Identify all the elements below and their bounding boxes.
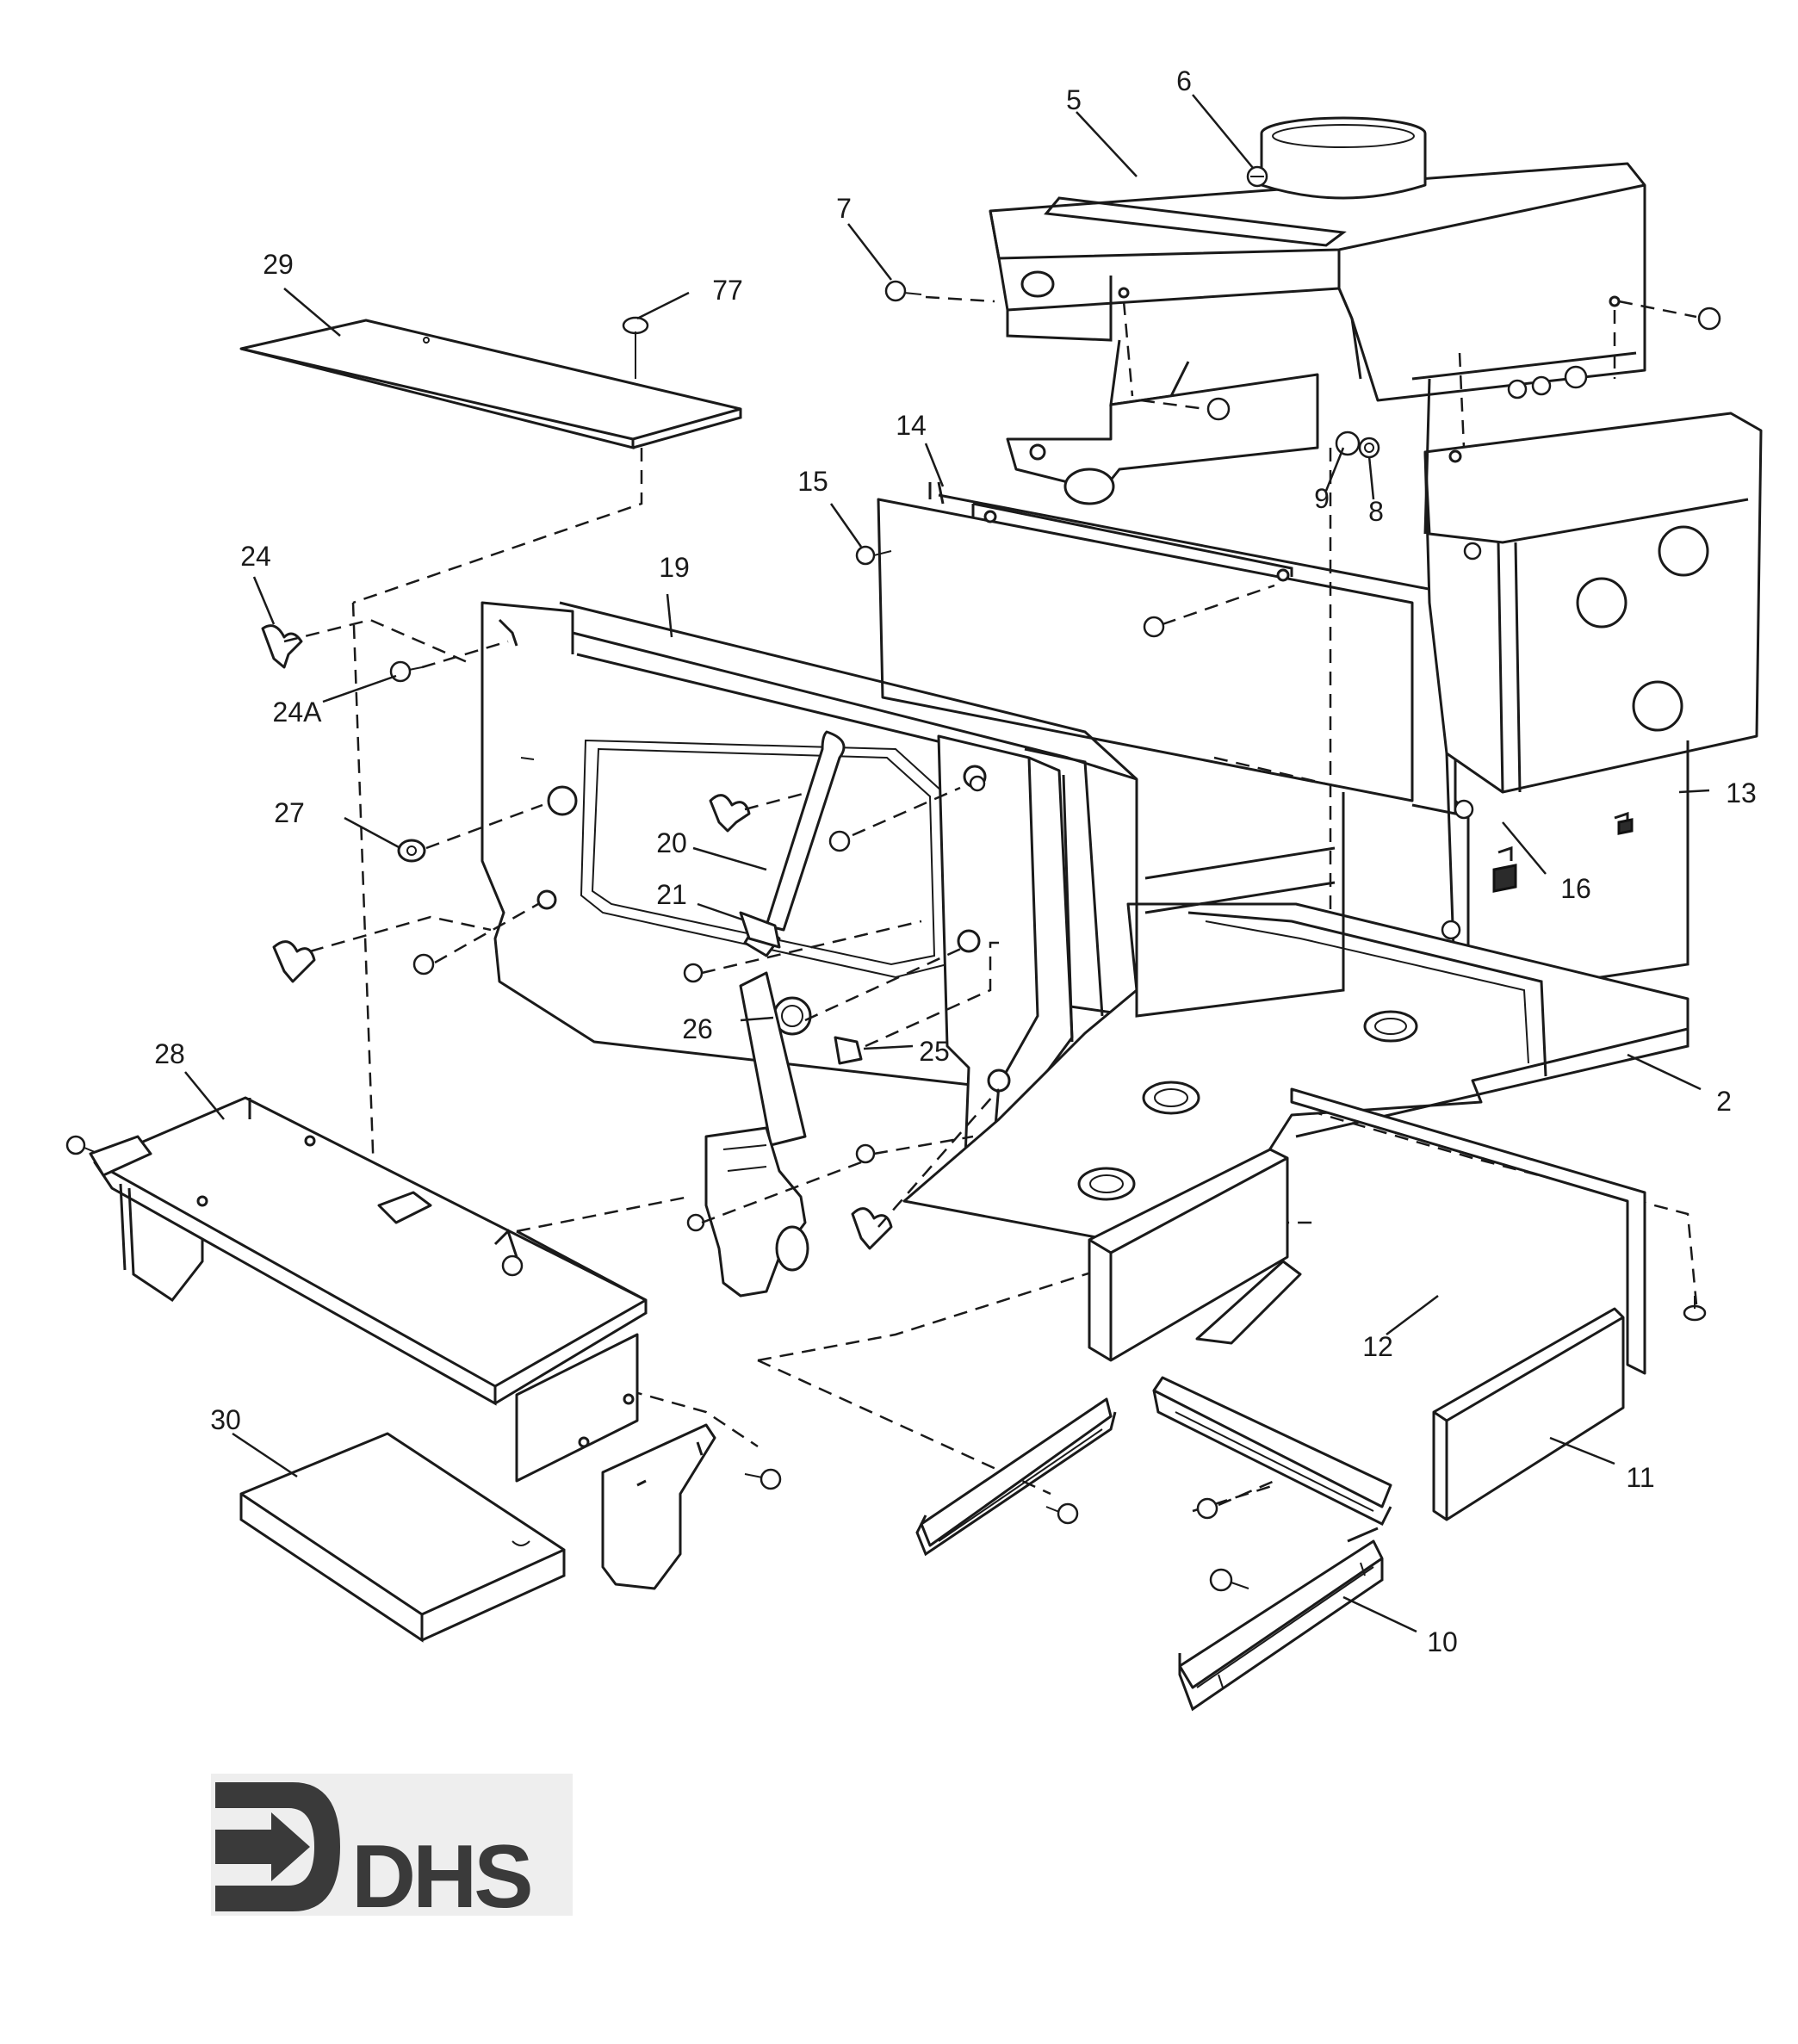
callout-8: 8 [1368,496,1384,527]
leg-bracket [601,1423,782,1590]
callout-10: 10 [1427,1626,1458,1657]
part-8-washer [1358,437,1380,459]
base-screw [1683,1296,1707,1322]
callout-6: 6 [1176,65,1192,96]
callout-7: 7 [836,193,852,224]
lower-left-wingnut [272,940,435,983]
part-11-firebrick [1432,1307,1625,1521]
callout-12: 12 [1362,1331,1393,1362]
part-9-nut [1335,430,1361,456]
callout-5: 5 [1066,84,1082,115]
part-7-screw [884,280,995,303]
part-27-washer [397,839,426,863]
callout-29: 29 [263,249,294,280]
part-77-screw [622,316,649,379]
callout-2: 2 [1716,1086,1732,1117]
part-15-screw [855,545,1275,638]
part-10-rails [915,1376,1392,1712]
part-29-top-plate [239,319,742,449]
part-6-screw [1246,165,1268,188]
hood-side-screws [1507,300,1721,400]
callout-16: 16 [1560,873,1591,904]
rear-bracket [1006,373,1319,505]
part-25-latch [834,1036,863,1065]
callout-13: 13 [1726,777,1757,808]
callout-9: 9 [1314,483,1330,514]
callout-27: 27 [274,797,305,828]
callout-26: 26 [682,1013,713,1044]
part-28-hearth-extension [89,1096,648,1483]
callout-labels: 5 6 7 29 77 14 15 24 19 24A 27 20 21 26 … [154,65,1757,1657]
callout-11: 11 [1626,1462,1654,1493]
door-wingnuts [683,775,986,1250]
callout-30: 30 [210,1404,241,1435]
part-5-flue-hood [989,116,1646,406]
part-14-heat-shield [877,481,1457,815]
latch-assembly [704,971,809,1298]
dhs-logo: DHS [211,1774,573,1927]
callout-24A: 24A [273,697,323,728]
logo-text: DHS [351,1827,530,1927]
callout-24: 24 [240,541,271,572]
part-24A-screw [389,660,423,683]
part-21-bracket [739,911,781,949]
leader-lines [184,94,1710,1633]
part-12-firebrick [1088,1087,1646,1375]
part-24-wingnut [261,624,303,669]
callout-19: 19 [659,552,690,583]
callout-28: 28 [154,1038,185,1069]
part-2-base-plate [902,792,1690,1259]
part-30-ash-pan [239,1432,566,1643]
part-28-screw [65,1135,96,1155]
callout-77: 77 [712,275,743,306]
arrow-logo-mark [215,1782,340,1911]
callout-20: 20 [656,827,687,858]
callout-25: 25 [919,1036,950,1067]
callout-21: 21 [656,879,687,910]
callout-15: 15 [797,466,828,497]
part-13-side-panel [1411,351,1763,1000]
callout-14: 14 [896,410,927,441]
